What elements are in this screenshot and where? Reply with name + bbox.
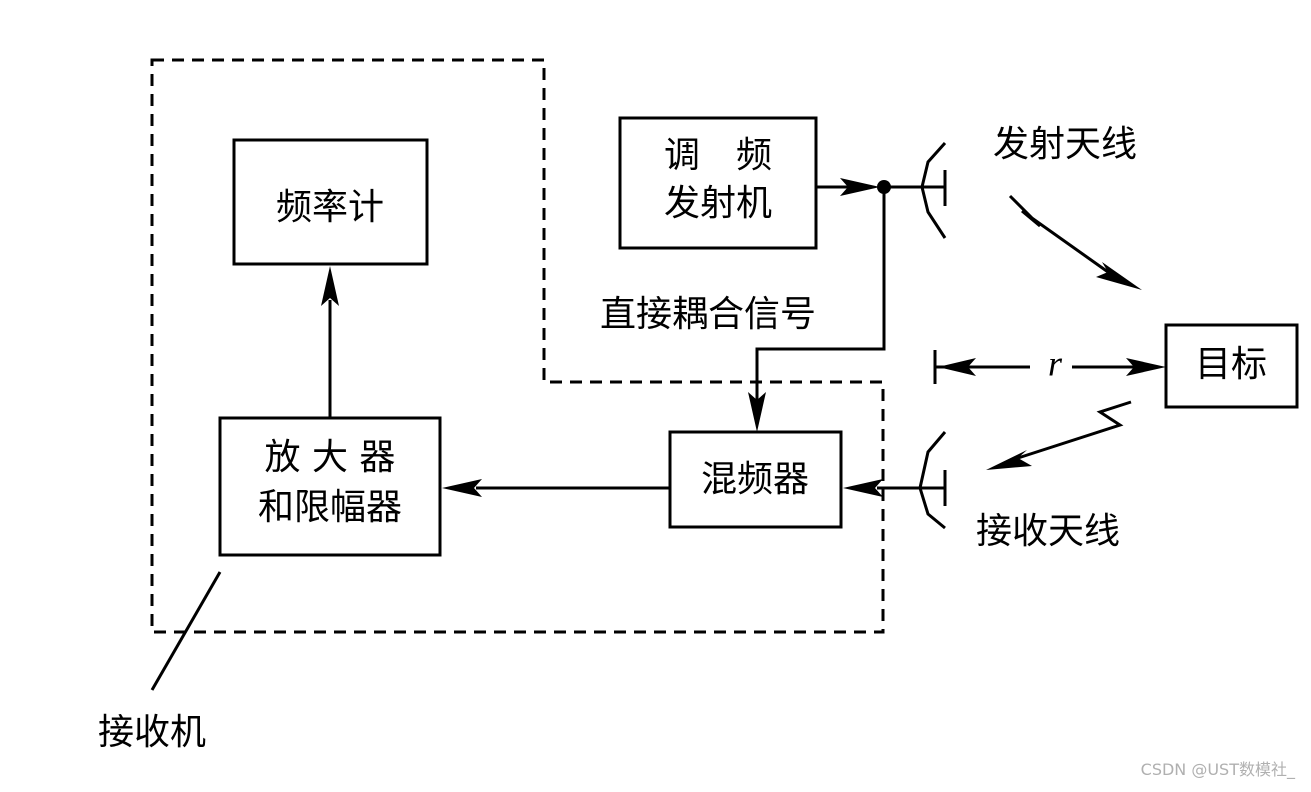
- receiver-label: 接收机: [98, 712, 206, 753]
- range-left-arrowhead: [938, 358, 976, 376]
- transmitted-wave-zigzag: [1008, 194, 1109, 274]
- watermark: CSDN @UST数模社_: [1141, 760, 1296, 780]
- transmit-antenna-label: 发射天线: [993, 124, 1137, 165]
- rx-antenna-reflector: [918, 431, 947, 530]
- target-block: [1164, 323, 1299, 409]
- reflected-wave-zigzag: [1017, 400, 1132, 460]
- fm-transmitter-label-line2: 发射机: [664, 183, 772, 224]
- frequency-counter-label: 频率计: [276, 187, 384, 228]
- transmitted-wave-arrowhead: [1096, 262, 1142, 290]
- receive-antenna-label: 接收天线: [976, 511, 1120, 552]
- fm-transmitter-label-line1: 调 频: [664, 135, 772, 176]
- range-symbol: r: [1048, 343, 1063, 383]
- mixer-block: [668, 430, 843, 529]
- fm-transmitter-block: [618, 116, 818, 250]
- receiver-pointer-line: [150, 571, 222, 691]
- amplifier-label-line2: 和限幅器: [258, 487, 402, 528]
- mixer-label: 混频器: [701, 459, 809, 500]
- transmitter-output-arrowhead: [840, 178, 880, 196]
- range-right-arrowhead: [1126, 358, 1166, 376]
- reflected-wave-arrowhead: [986, 450, 1032, 470]
- amplifier-limiter-block: [218, 416, 442, 557]
- receiver-boundary: [150, 58, 885, 634]
- direct-coupling-arrowhead: [748, 392, 766, 432]
- direct-coupling-signal-label: 直接耦合信号: [600, 294, 816, 335]
- frequency-counter-block: [232, 138, 429, 266]
- tx-antenna-reflector: [920, 141, 947, 239]
- amplifier-label-line1: 放 大 器: [265, 437, 396, 478]
- direct-coupling-path: [755, 187, 886, 400]
- amplifier-to-counter-arrowhead: [321, 266, 339, 306]
- target-label: 目标: [1195, 344, 1267, 385]
- mixer-to-amplifier-arrowhead: [442, 479, 482, 497]
- rx-antenna-to-mixer-arrowhead: [843, 479, 883, 497]
